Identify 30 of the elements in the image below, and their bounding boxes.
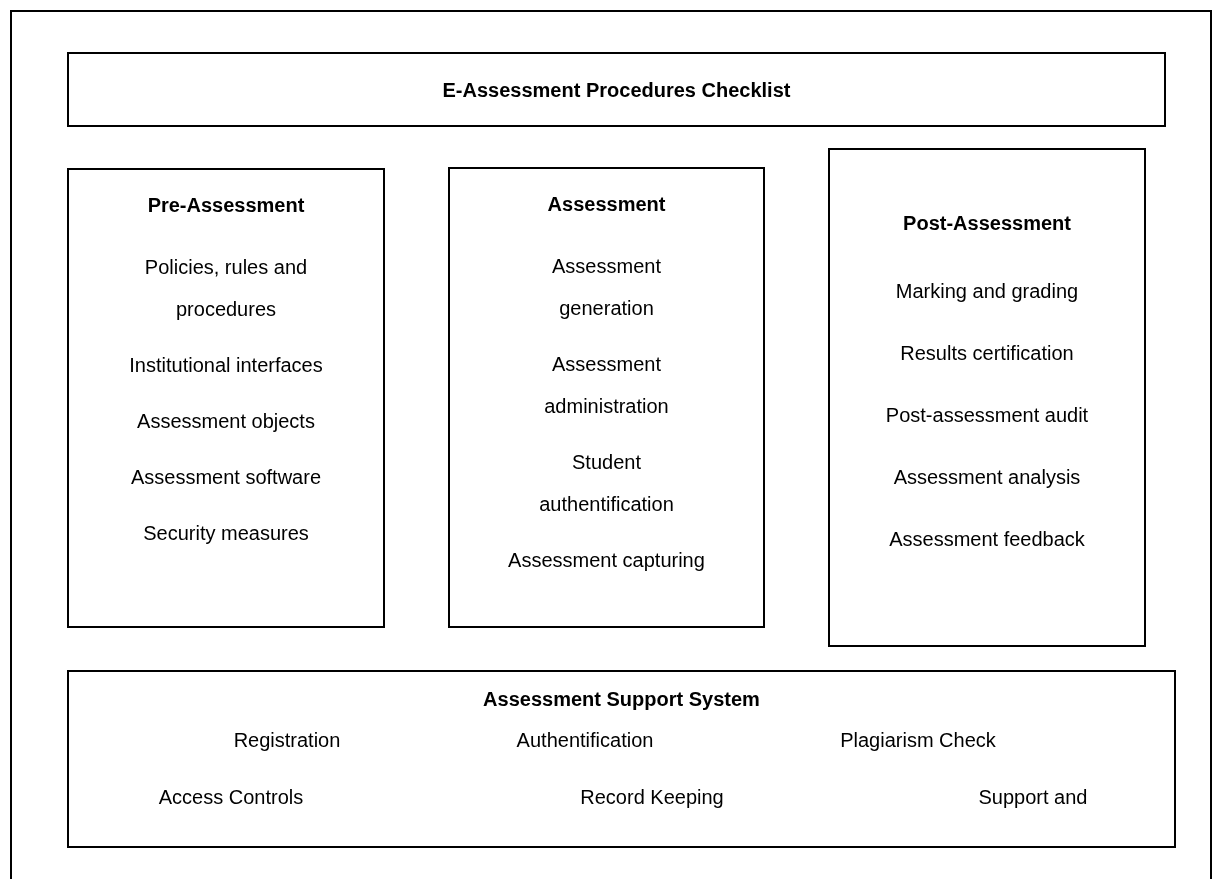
stage-heading: Pre-Assessment	[147, 193, 305, 218]
checklist-item: Assessment feedback	[889, 527, 1085, 552]
support-item: Plagiarism Check	[840, 728, 996, 753]
checklist-item: Assessment software	[130, 465, 322, 490]
checklist-item: Results certification	[900, 341, 1074, 366]
support-box	[67, 670, 1176, 848]
checklist-item: Security measures	[143, 521, 309, 546]
checklist-item: Student authentification	[538, 450, 675, 517]
checklist-item: Marking and grading	[895, 279, 1079, 304]
title-box	[67, 52, 1166, 127]
checklist-item: Assessment capturing	[508, 548, 705, 573]
stage-box	[828, 148, 1146, 647]
stage-box	[67, 168, 385, 628]
stage-box	[448, 167, 765, 628]
checklist-item: Assessment administration	[543, 352, 670, 419]
stage-heading: Post-Assessment	[903, 211, 1071, 236]
support-heading: Assessment Support System	[483, 687, 760, 712]
checklist-item: Assessment generation	[551, 254, 662, 321]
support-item: Record Keeping	[580, 785, 724, 810]
support-item: Registration	[233, 728, 341, 753]
checklist-item: Institutional interfaces	[129, 353, 323, 378]
support-item: Support and	[978, 785, 1088, 810]
checklist-item: Assessment objects	[137, 409, 315, 434]
checklist-item: Post-assessment audit	[885, 403, 1089, 428]
stage-heading: Assessment	[547, 192, 666, 217]
title-text: E-Assessment Procedures Checklist	[442, 77, 791, 103]
checklist-item: Assessment analysis	[893, 465, 1081, 490]
checklist-item: Policies, rules and procedures	[143, 255, 309, 322]
support-item: Access Controls	[158, 785, 304, 810]
support-item: Authentification	[516, 728, 654, 753]
